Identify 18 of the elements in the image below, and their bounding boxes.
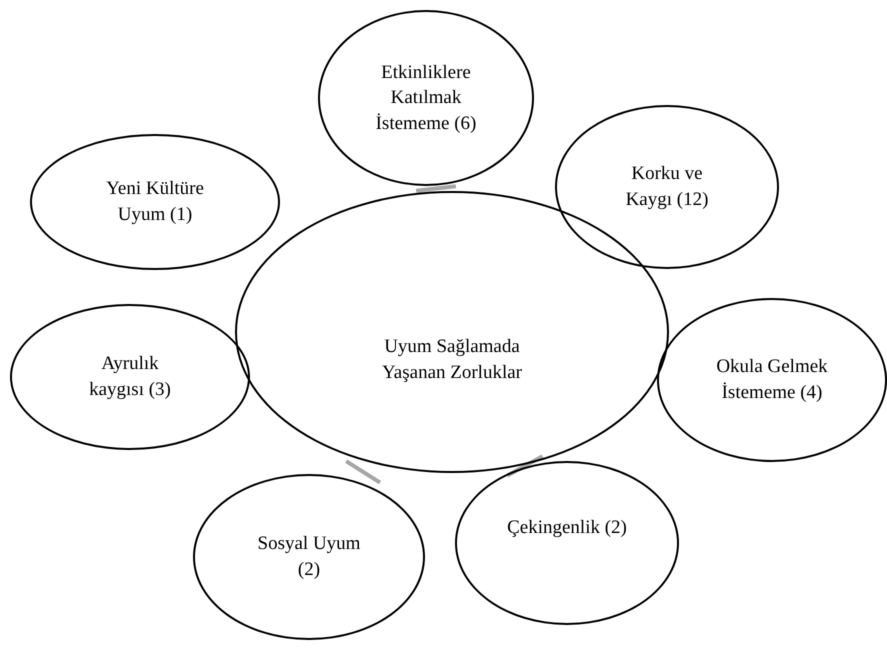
ellipse-node [318, 10, 534, 186]
ellipse-node [193, 474, 425, 640]
node-label: Korku ve Kaygı (12) [624, 162, 710, 212]
ellipse-node [30, 134, 280, 270]
connector-line [345, 459, 382, 484]
node-label: Etkinliklere Katılmak İstememe (6) [374, 60, 478, 136]
ellipse-node [555, 105, 779, 269]
ellipse-node [455, 461, 679, 625]
node-label: Yeni Kültüre Uyum (1) [105, 177, 205, 227]
connector-line [416, 184, 456, 193]
ellipse-node [10, 304, 250, 450]
ellipse-node [657, 298, 887, 462]
node-label: Ayrulık kaygısı (3) [88, 352, 172, 402]
connector-line [506, 454, 544, 478]
node-label: Uyum Sağlamada Yaşanan Zorluklar [380, 335, 523, 385]
node-label: Sosyal Uyum (2) [256, 532, 362, 582]
node-label: Okula Gelmek İstememe (4) [715, 355, 829, 405]
node-label: Çekingenlik (2) [507, 516, 627, 540]
